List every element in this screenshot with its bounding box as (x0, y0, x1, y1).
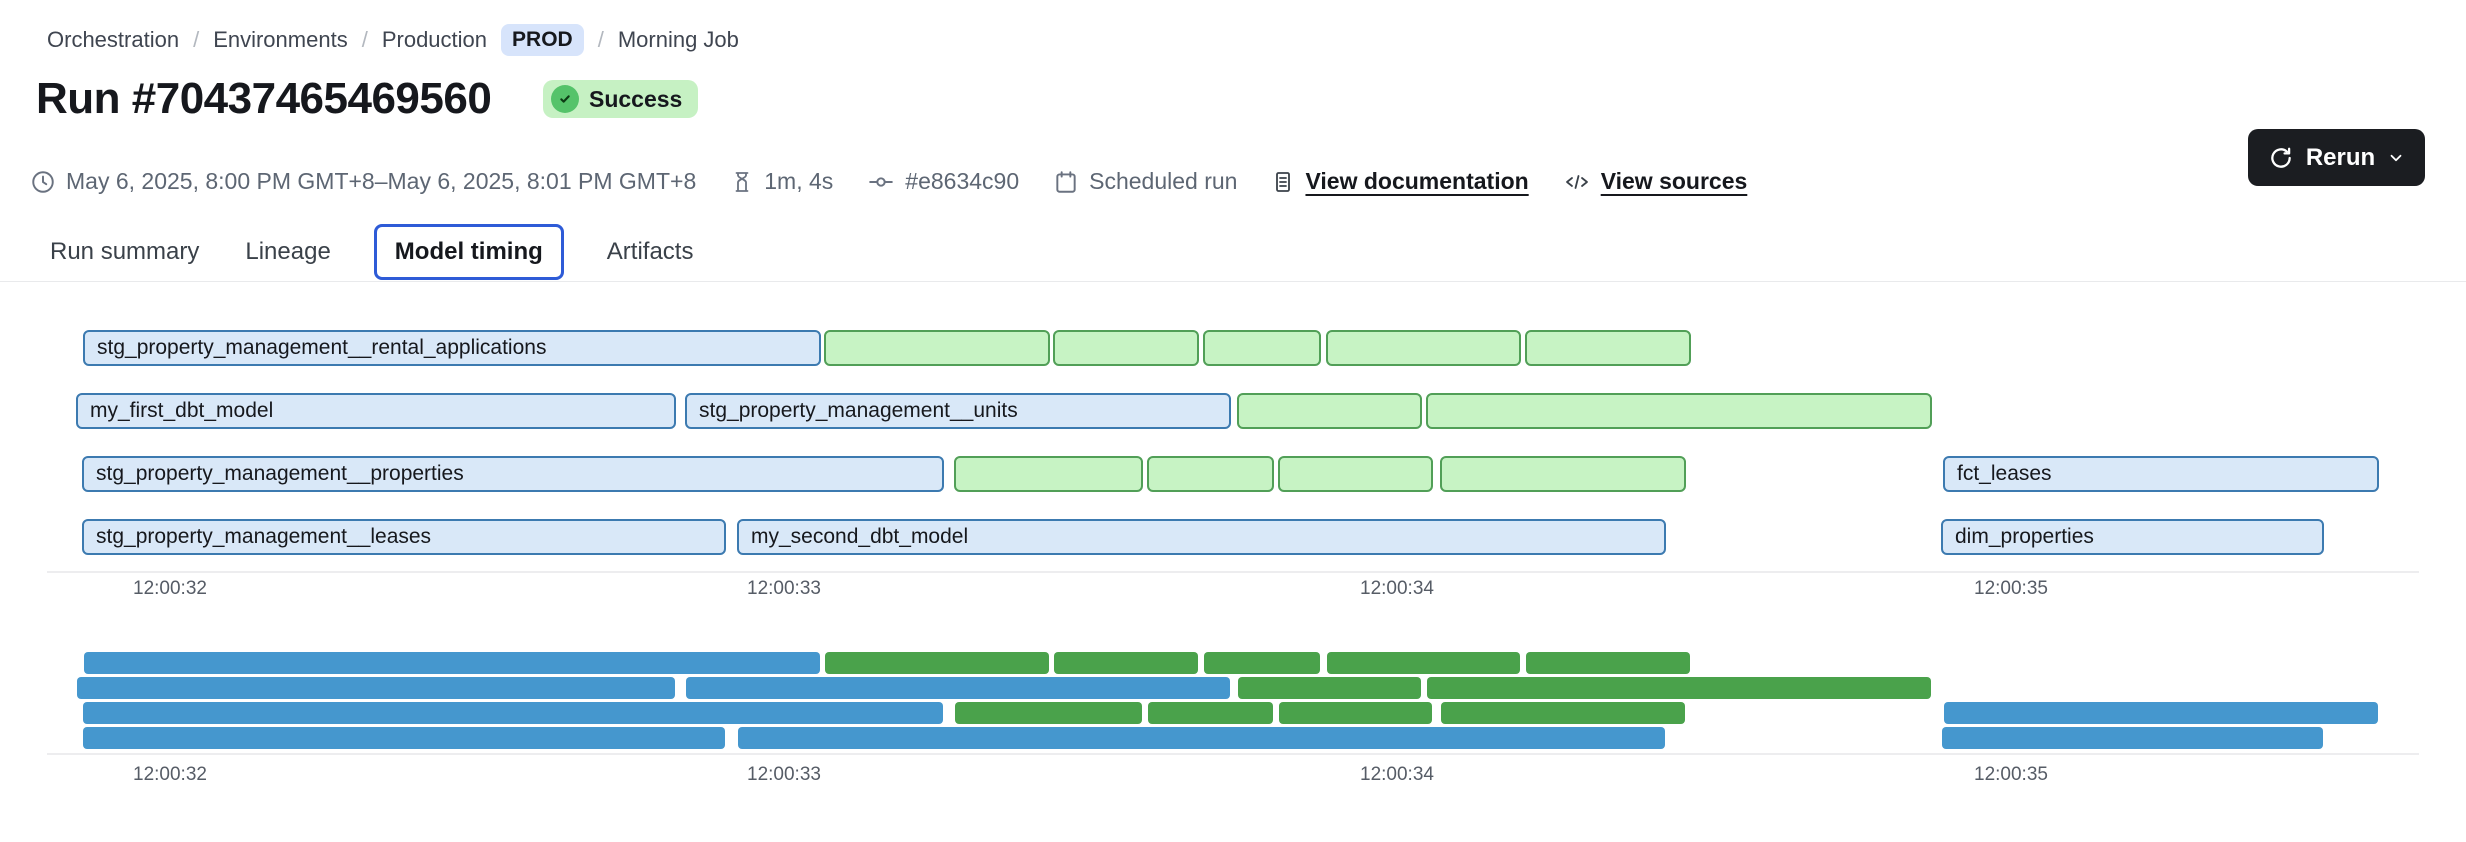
breadcrumb-separator: / (597, 27, 604, 52)
gantt-bar[interactable]: stg_property_management__rental_applicat… (83, 330, 821, 366)
gantt-bar[interactable]: dim_properties (1941, 519, 2324, 555)
minimap-bar (1944, 702, 2378, 724)
breadcrumb-separator: / (361, 27, 368, 52)
hourglass-icon (735, 171, 749, 192)
gantt-bar-label: dim_properties (1955, 525, 2094, 548)
gantt-bar[interactable] (1053, 330, 1199, 366)
chevron-down-icon (2387, 149, 2405, 167)
axis-tick-label: 12:00:33 (747, 578, 821, 599)
rerun-button[interactable]: Rerun (2248, 129, 2425, 186)
run-tabs: Run summary Lineage Model timing Artifac… (47, 224, 696, 280)
gantt-bar[interactable]: stg_property_management__leases (82, 519, 726, 555)
calendar-icon (1056, 170, 1076, 193)
breadcrumb: Orchestration / Environments / Productio… (47, 24, 739, 56)
axis-tick-label: 12:00:35 (1974, 578, 2048, 599)
minimap-bar (738, 727, 1665, 749)
gantt-bar[interactable] (824, 330, 1050, 366)
axis-tick-label: 12:00:32 (133, 764, 207, 785)
gantt-bar[interactable] (1278, 456, 1433, 492)
minimap-bar (1148, 702, 1273, 724)
view-documentation[interactable]: View documentation (1271, 168, 1529, 195)
code-icon (1565, 174, 1588, 189)
minimap-bar (686, 677, 1230, 699)
gantt-bar[interactable] (954, 456, 1143, 492)
tab-run-summary[interactable]: Run summary (50, 238, 200, 265)
gantt-bar[interactable] (1525, 330, 1691, 366)
minimap-bar (1526, 652, 1690, 674)
breadcrumb-separator: / (193, 27, 200, 52)
minimap-axis-line (47, 753, 2419, 755)
commit-hash: #e8634c90 (867, 168, 1019, 195)
axis-tick-label: 12:00:34 (1360, 578, 1434, 599)
minimap-bar (83, 727, 725, 749)
gantt-bar[interactable]: stg_property_management__units (685, 393, 1231, 429)
tab-artifacts[interactable]: Artifacts (606, 238, 694, 265)
gantt-bar[interactable] (1426, 393, 1932, 429)
commit-icon (869, 176, 894, 187)
gantt-bar-label: stg_property_management__units (699, 399, 1018, 422)
minimap-bar (955, 702, 1142, 724)
run-duration-label: 1m, 4s (764, 168, 834, 194)
gantt-bar[interactable] (1203, 330, 1321, 366)
environment-badge: PROD (501, 24, 584, 56)
minimap-bar (1942, 727, 2323, 749)
minimap-bar (1204, 652, 1320, 674)
gantt-bar[interactable] (1147, 456, 1274, 492)
run-trigger: Scheduled run (1053, 168, 1237, 195)
breadcrumb-production[interactable]: Production (381, 27, 488, 52)
gantt-bar-label: my_first_dbt_model (90, 399, 274, 422)
minimap-bar (77, 677, 675, 699)
breadcrumb-environments[interactable]: Environments (213, 27, 348, 52)
gantt-bar-label: stg_property_management__rental_applicat… (97, 336, 547, 359)
breadcrumb-orchestration[interactable]: Orchestration (47, 27, 180, 52)
clock-icon (32, 170, 54, 193)
minimap-bar (84, 652, 820, 674)
gantt-bar-label: fct_leases (1957, 462, 2052, 485)
view-sources-link[interactable]: View sources (1600, 168, 1748, 194)
commit-hash-label: #e8634c90 (905, 168, 1020, 194)
gantt-bar-label: stg_property_management__leases (96, 525, 432, 548)
success-check-icon (551, 85, 579, 113)
minimap-bar (825, 652, 1049, 674)
minimap-bar (1238, 677, 1421, 699)
view-documentation-link[interactable]: View documentation (1305, 168, 1529, 194)
gantt-axis-line (47, 571, 2419, 573)
gantt-bar[interactable]: stg_property_management__properties (82, 456, 944, 492)
breadcrumb-job[interactable]: Morning Job (617, 27, 739, 52)
rerun-button-label: Rerun (2305, 143, 2376, 171)
gantt-bar-label: stg_property_management__properties (96, 462, 464, 485)
gantt-bar[interactable]: my_first_dbt_model (76, 393, 676, 429)
gantt-bar[interactable] (1326, 330, 1521, 366)
gantt-bar[interactable]: fct_leases (1943, 456, 2379, 492)
gantt-bar[interactable]: my_second_dbt_model (737, 519, 1666, 555)
page-title: Run #70437465469560 (36, 74, 492, 123)
run-time-range-label: May 6, 2025, 8:00 PM GMT+8–May 6, 2025, … (66, 168, 697, 194)
minimap-bar (1441, 702, 1685, 724)
refresh-icon (2268, 145, 2294, 171)
tabs-divider (0, 281, 2466, 282)
axis-tick-label: 12:00:35 (1974, 764, 2048, 785)
axis-tick-label: 12:00:33 (747, 764, 821, 785)
minimap-bar (1054, 652, 1198, 674)
minimap-bar (83, 702, 943, 724)
axis-tick-label: 12:00:32 (133, 578, 207, 599)
minimap-bar (1327, 652, 1520, 674)
document-icon (1276, 171, 1291, 192)
run-trigger-label: Scheduled run (1089, 168, 1238, 194)
run-duration: 1m, 4s (730, 168, 833, 195)
tab-model-timing[interactable]: Model timing (373, 224, 564, 280)
run-time-range: May 6, 2025, 8:00 PM GMT+8–May 6, 2025, … (30, 168, 696, 195)
view-sources[interactable]: View sources (1563, 168, 1748, 195)
minimap-bar (1279, 702, 1432, 724)
status-badge: Success (543, 80, 699, 118)
minimap-bar (1427, 677, 1931, 699)
tab-lineage[interactable]: Lineage (245, 238, 331, 265)
gantt-bar[interactable] (1237, 393, 1422, 429)
run-meta-row: May 6, 2025, 8:00 PM GMT+8–May 6, 2025, … (30, 168, 1747, 195)
axis-tick-label: 12:00:34 (1360, 764, 1434, 785)
gantt-bar[interactable] (1440, 456, 1686, 492)
gantt-bar-label: my_second_dbt_model (751, 525, 969, 548)
status-badge-label: Success (589, 85, 683, 112)
